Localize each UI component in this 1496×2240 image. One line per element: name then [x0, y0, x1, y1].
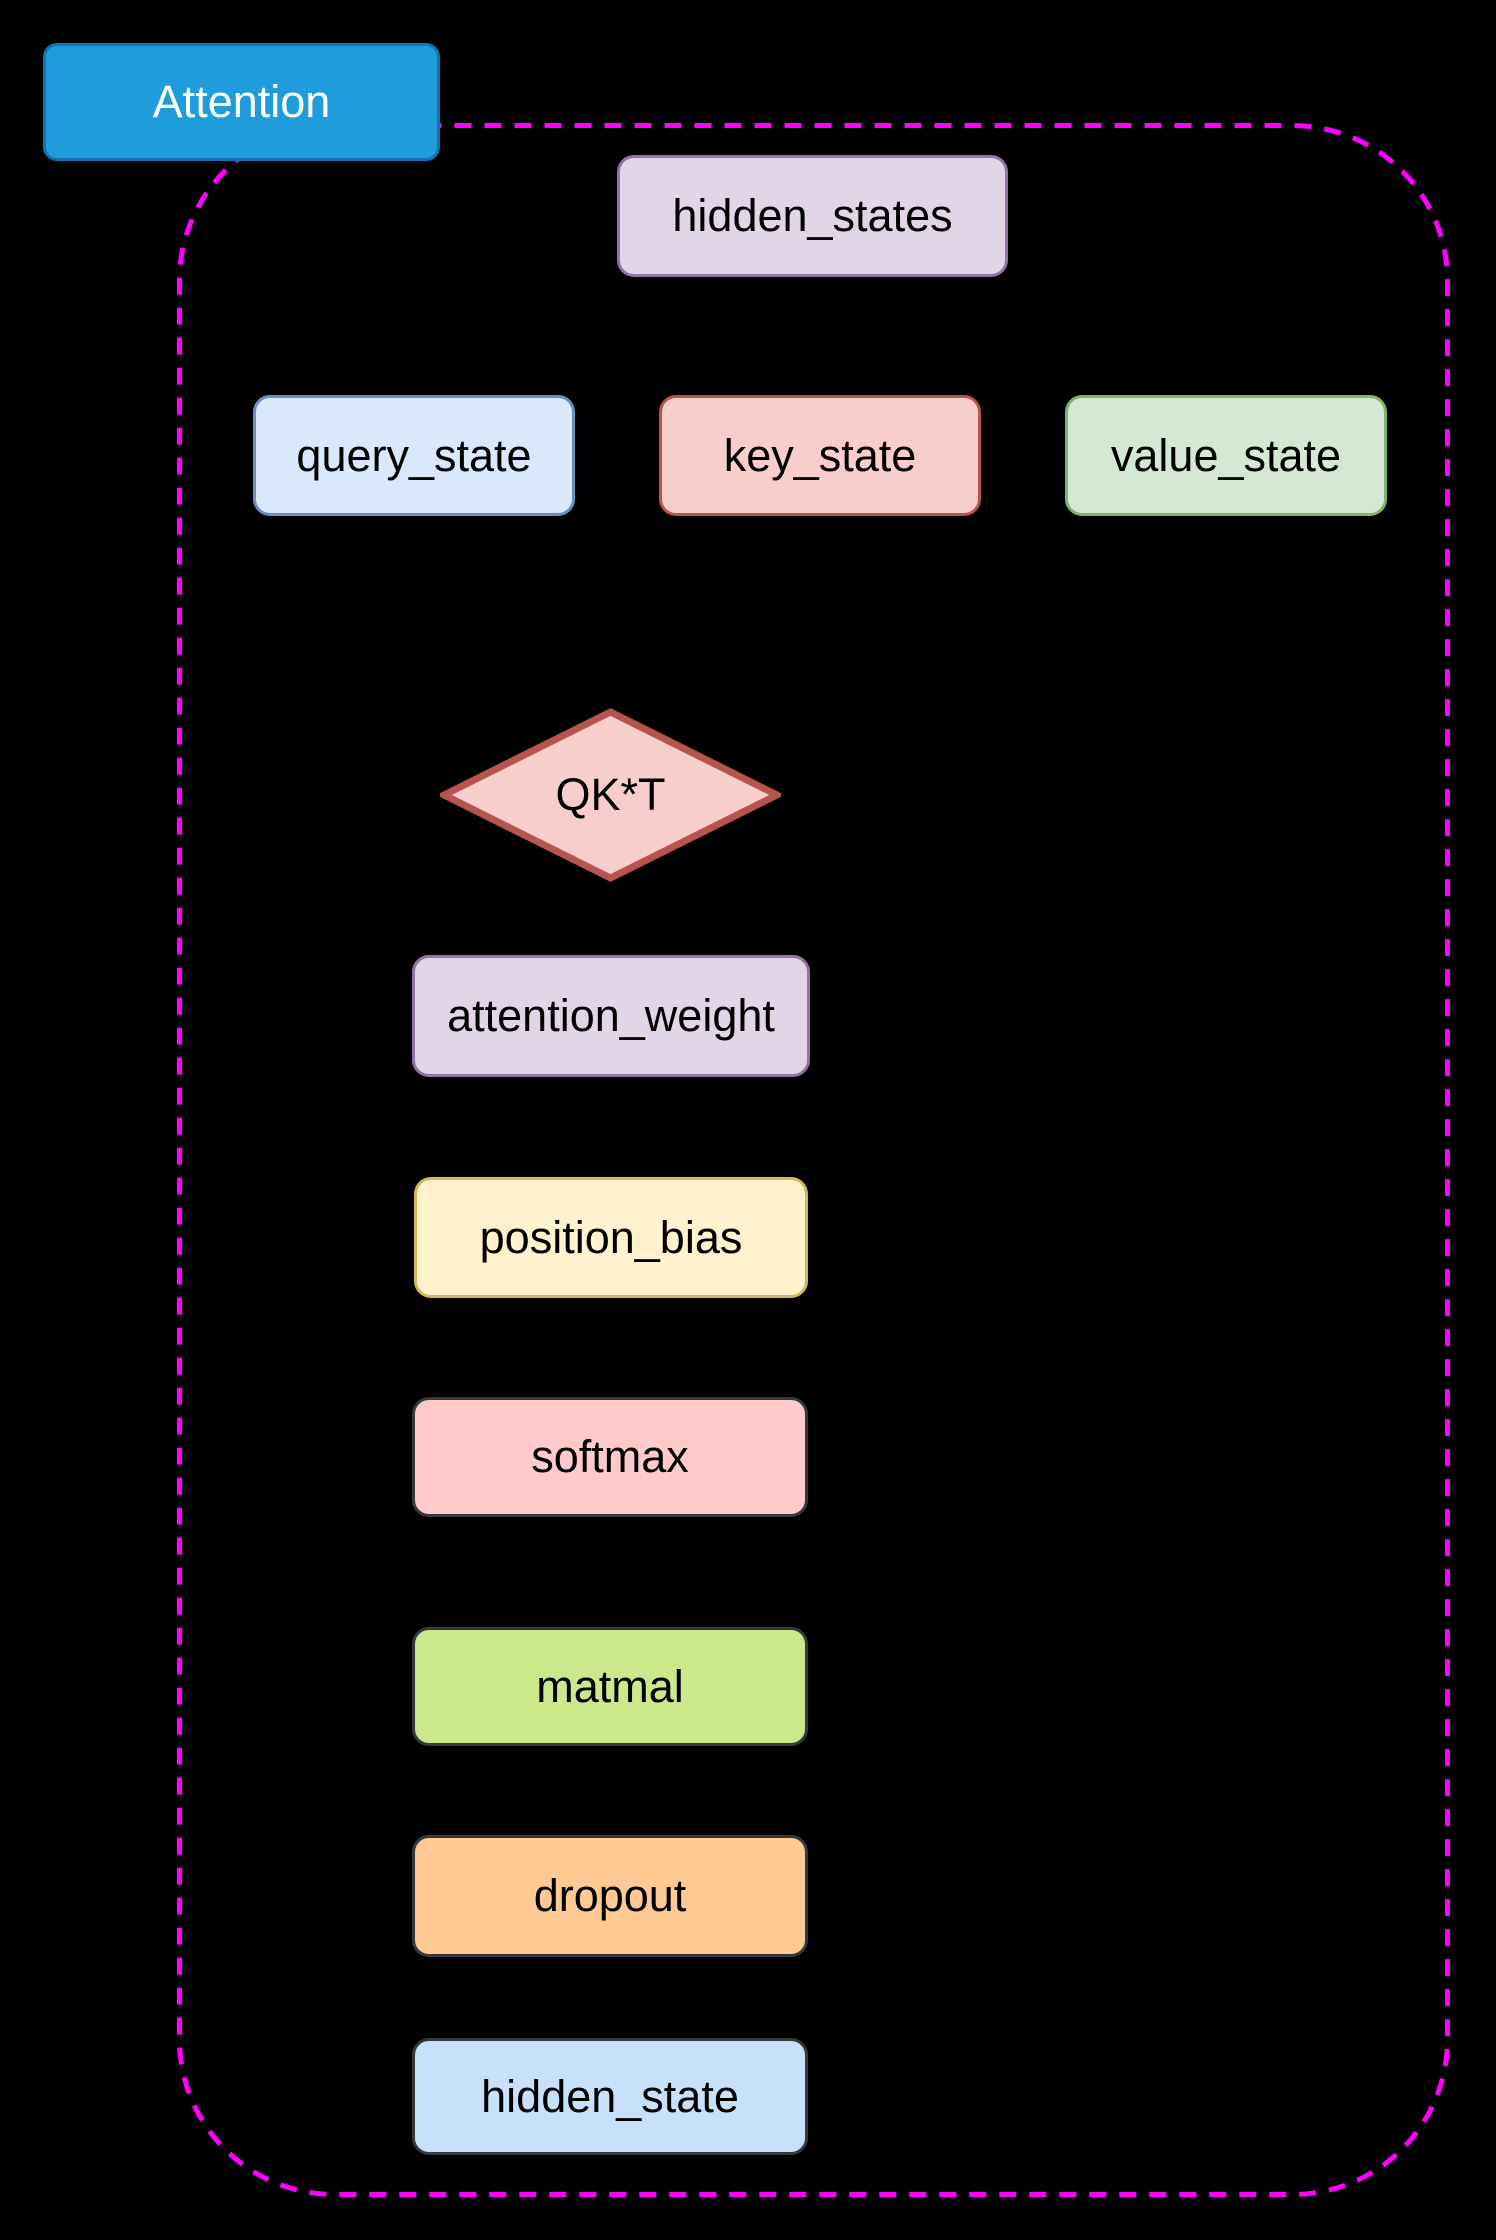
node-qkt-label: QK*T	[555, 769, 666, 820]
qkt-diamond-polygon	[440, 708, 781, 882]
node-dropout: dropout	[412, 1835, 808, 1957]
qkt-diamond-shape-svg	[440, 708, 781, 882]
node-value-state: value_state	[1065, 395, 1387, 516]
node-key-state-label: key_state	[723, 429, 917, 481]
node-dropout-label: dropout	[533, 1870, 687, 1921]
node-hidden-state-label: hidden_state	[481, 2070, 739, 2122]
node-value-state-label: value_state	[1110, 429, 1342, 481]
node-hidden-state: hidden_state	[412, 2038, 808, 2155]
node-query-state-label: query_state	[296, 429, 532, 481]
node-attention-weight: attention_weight	[412, 955, 810, 1077]
node-matmal-label: matmal	[536, 1660, 684, 1712]
node-qkt-diamond: QK*T	[440, 708, 781, 882]
node-position-bias: position_bias	[414, 1177, 808, 1298]
node-softmax: softmax	[412, 1397, 808, 1517]
attention-title-node: Attention	[43, 43, 440, 161]
node-position-bias-label: position_bias	[479, 1211, 743, 1263]
node-hidden-states: hidden_states	[617, 155, 1008, 277]
node-hidden-states-label: hidden_states	[672, 190, 953, 241]
node-key-state: key_state	[659, 395, 981, 516]
node-matmal: matmal	[412, 1627, 808, 1746]
node-attention-weight-label: attention_weight	[447, 990, 775, 1041]
node-query-state: query_state	[253, 395, 575, 516]
attention-title-label: Attention	[152, 76, 331, 127]
node-softmax-label: softmax	[531, 1431, 689, 1482]
module-boundary-dashed-rect	[177, 123, 1450, 2197]
